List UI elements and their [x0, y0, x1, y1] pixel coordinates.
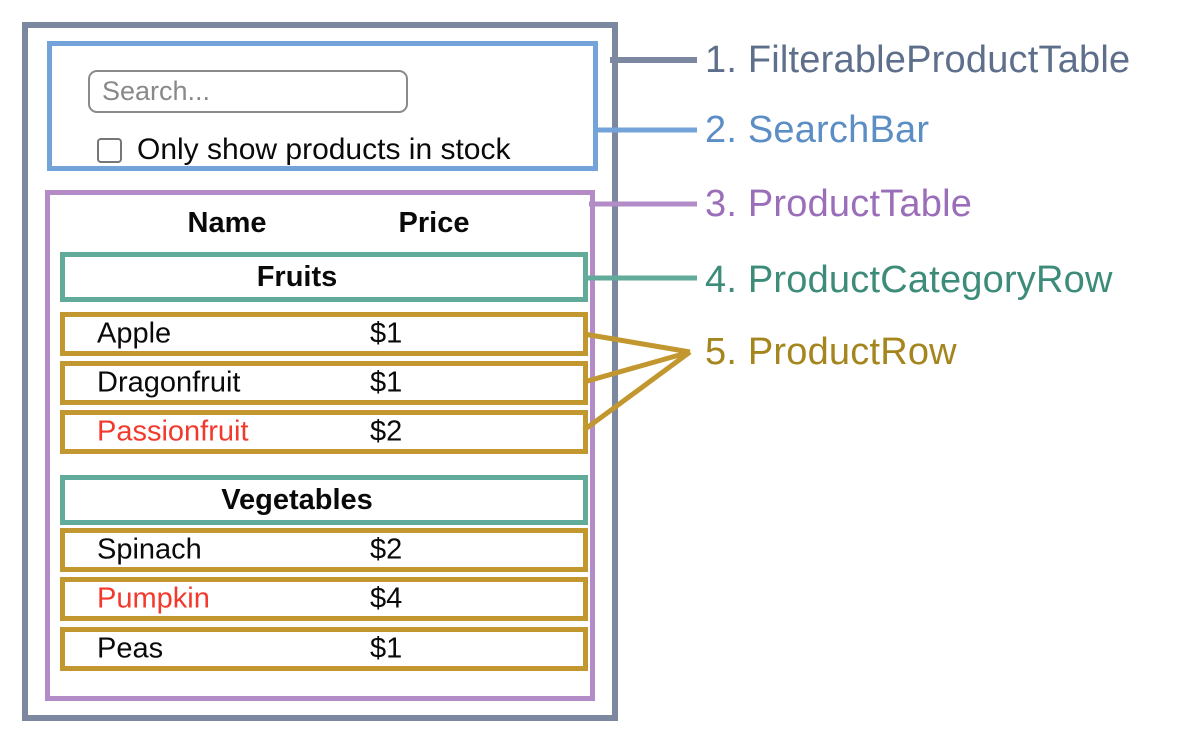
product-name: Pumpkin: [97, 582, 210, 615]
product-price: $1: [370, 632, 403, 665]
product-row-passionfruit: Passionfruit $2: [60, 410, 588, 454]
search-input[interactable]: [88, 70, 408, 113]
search-bar-box: Only show products in stock: [47, 41, 598, 171]
product-price: $4: [370, 582, 403, 615]
annotation-label-product-table: 3. ProductTable: [705, 183, 973, 225]
in-stock-checkbox[interactable]: [97, 137, 122, 163]
product-row-spinach: Spinach $2: [60, 528, 588, 572]
product-price: $1: [370, 317, 403, 350]
annotation-label-search-bar: 2. SearchBar: [705, 109, 930, 151]
product-price: $1: [370, 366, 403, 399]
annotation-label-filterable-product-table: 1. FilterableProductTable: [705, 39, 1131, 81]
in-stock-checkbox-row: Only show products in stock: [97, 130, 511, 170]
product-name: Passionfruit: [97, 415, 249, 448]
filterable-product-table-box: Only show products in stock Name Price F…: [22, 22, 618, 721]
product-name: Spinach: [97, 533, 202, 566]
column-header-name: Name: [187, 207, 267, 239]
product-row-pumpkin: Pumpkin $4: [60, 577, 588, 621]
product-name: Apple: [97, 317, 172, 350]
annotation-label-product-category-row: 4. ProductCategoryRow: [705, 259, 1113, 301]
product-row-apple: Apple $1: [60, 312, 588, 356]
product-name: Peas: [97, 632, 164, 665]
product-price: $2: [370, 415, 403, 448]
annotation-label-product-row: 5. ProductRow: [705, 331, 957, 373]
product-row-peas: Peas $1: [60, 627, 588, 671]
category-label: Vegetables: [221, 483, 373, 516]
product-price: $2: [370, 533, 403, 566]
in-stock-checkbox-label: Only show products in stock: [137, 133, 511, 166]
category-label: Fruits: [256, 260, 338, 293]
product-name: Dragonfruit: [97, 366, 241, 399]
product-category-row-vegetables: Vegetables: [60, 475, 588, 525]
product-table-box: Name Price Fruits Apple $1 Dragonfruit $…: [45, 190, 595, 701]
product-row-dragonfruit: Dragonfruit $1: [60, 361, 588, 405]
product-category-row-fruits: Fruits: [60, 252, 588, 302]
column-header-price: Price: [398, 207, 470, 239]
